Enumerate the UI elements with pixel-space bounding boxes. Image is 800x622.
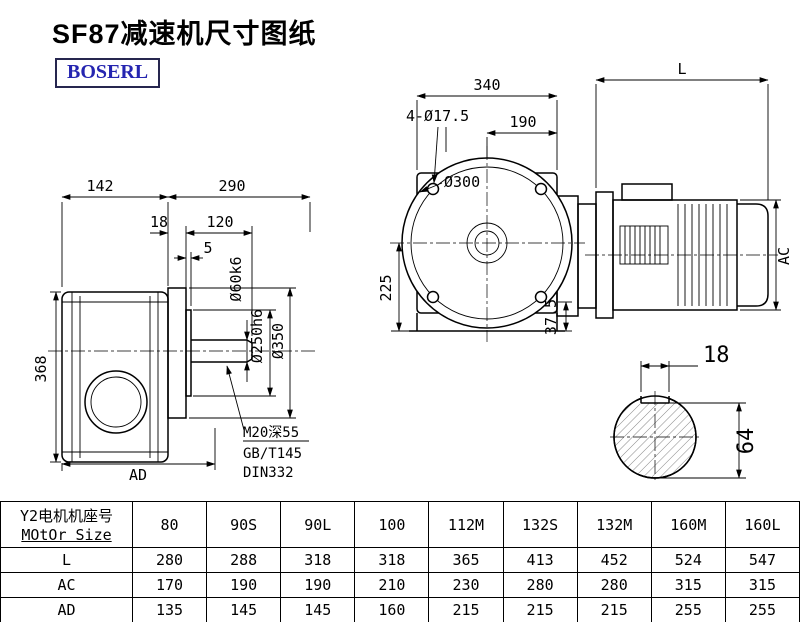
table-header-row: Y2电机机座号 MOtOr Size 80 90S 90L 100 112M 1… [0, 501, 800, 548]
table-cell: 288 [206, 547, 282, 573]
dim-key-height: 64 [734, 428, 759, 455]
side-view: 142 290 18 120 5 Ø60k6 Ø250h6 Ø350 368 [32, 177, 316, 484]
motor-dimension-table: Y2电机机座号 MOtOr Size 80 90S 90L 100 112M 1… [0, 501, 800, 622]
size-col-header: 112M [428, 501, 504, 548]
dim-290: 290 [218, 177, 245, 195]
size-col-header: 160L [724, 501, 800, 548]
table-cell: 318 [280, 547, 356, 573]
page-title: SF87减速机尺寸图纸 [52, 19, 317, 49]
table-cell: 215 [576, 597, 652, 622]
dim-ad: AD [129, 466, 147, 484]
table-cell: 160 [354, 597, 430, 622]
table-cell: 280 [576, 572, 652, 598]
table-cell: 145 [280, 597, 356, 622]
front-view: 340 190 4-Ø17.5 Ø300 225 37.5 L AC [377, 60, 793, 342]
dim-spigot-dia: Ø250h6 [248, 309, 266, 363]
table-cell: 215 [502, 597, 578, 622]
row-label-ac: AC [0, 572, 133, 598]
technical-drawing: 142 290 18 120 5 Ø60k6 Ø250h6 Ø350 368 [32, 60, 793, 484]
dim-190: 190 [509, 113, 536, 131]
size-col-header: 160M [650, 501, 726, 548]
dim-flange-dia: Ø350 [269, 323, 287, 359]
table-cell: 413 [502, 547, 578, 573]
size-col-header: 100 [354, 501, 430, 548]
table-cell: 210 [354, 572, 430, 598]
row-label-l: L [0, 547, 133, 573]
dim-flange-circle: Ø300 [444, 173, 480, 191]
dim-120: 120 [206, 213, 233, 231]
dim-l: L [677, 60, 686, 78]
table-cell: 547 [724, 547, 800, 573]
dim-key-width: 18 [703, 343, 730, 368]
fan-cover [737, 203, 769, 307]
table-cell: 365 [428, 547, 504, 573]
table-cell: 280 [131, 547, 208, 573]
motor-size-header: Y2电机机座号 MOtOr Size [0, 501, 133, 548]
table-cell: 315 [724, 572, 800, 598]
output-bore [84, 370, 148, 434]
dim-37-5: 37.5 [542, 299, 560, 335]
dim-18: 18 [150, 213, 168, 231]
shaft-end-view: 18 64 [610, 343, 759, 483]
dim-5: 5 [203, 239, 212, 257]
size-col-header: 80 [131, 501, 208, 548]
flange-spigot [185, 309, 192, 397]
bolt-hole [534, 182, 548, 196]
row-label-ad: AD [0, 597, 133, 622]
table-cell: 145 [206, 597, 282, 622]
size-col-header: 132M [576, 501, 652, 548]
table-row-ac: AC 170 190 190 210 230 280 280 315 315 [0, 572, 800, 598]
dim-142: 142 [86, 177, 113, 195]
table-row-ad: AD 135 145 145 160 215 215 215 255 255 [0, 597, 800, 622]
table-cell: 524 [650, 547, 726, 573]
table-cell: 135 [131, 597, 208, 622]
table-cell: 190 [280, 572, 356, 598]
note-tapped-hole: M20深55 [243, 425, 299, 441]
size-col-header: 90S [206, 501, 282, 548]
table-cell: 255 [724, 597, 800, 622]
output-flange [167, 287, 187, 419]
note-gb-standard: GB/T145 [243, 446, 302, 462]
dim-368: 368 [32, 355, 50, 382]
bolt-hole [426, 290, 440, 304]
bolt-hole [534, 290, 548, 304]
dim-ac: AC [775, 247, 793, 265]
dim-bolt-holes: 4-Ø17.5 [406, 107, 469, 125]
table-cell: 255 [650, 597, 726, 622]
size-col-header: 132S [502, 501, 578, 548]
motor-size-header-en: MOtOr Size [21, 526, 112, 544]
table-cell: 315 [650, 572, 726, 598]
size-col-header: 90L [280, 501, 356, 548]
terminal-box [621, 183, 673, 201]
table-cell: 170 [131, 572, 208, 598]
table-row-l: L 280 288 318 318 365 413 452 524 547 [0, 547, 800, 573]
table-cell: 230 [428, 572, 504, 598]
dim-shaft-dia: Ø60k6 [227, 256, 245, 301]
note-din-standard: DIN332 [243, 465, 294, 481]
table-cell: 190 [206, 572, 282, 598]
brand-logo: BOSERL [55, 58, 161, 88]
motor-size-header-cn: Y2电机机座号 [19, 507, 114, 525]
table-cell: 452 [576, 547, 652, 573]
dim-340: 340 [473, 76, 500, 94]
dim-225: 225 [377, 274, 395, 301]
table-cell: 280 [502, 572, 578, 598]
table-cell: 215 [428, 597, 504, 622]
table-cell: 318 [354, 547, 430, 573]
